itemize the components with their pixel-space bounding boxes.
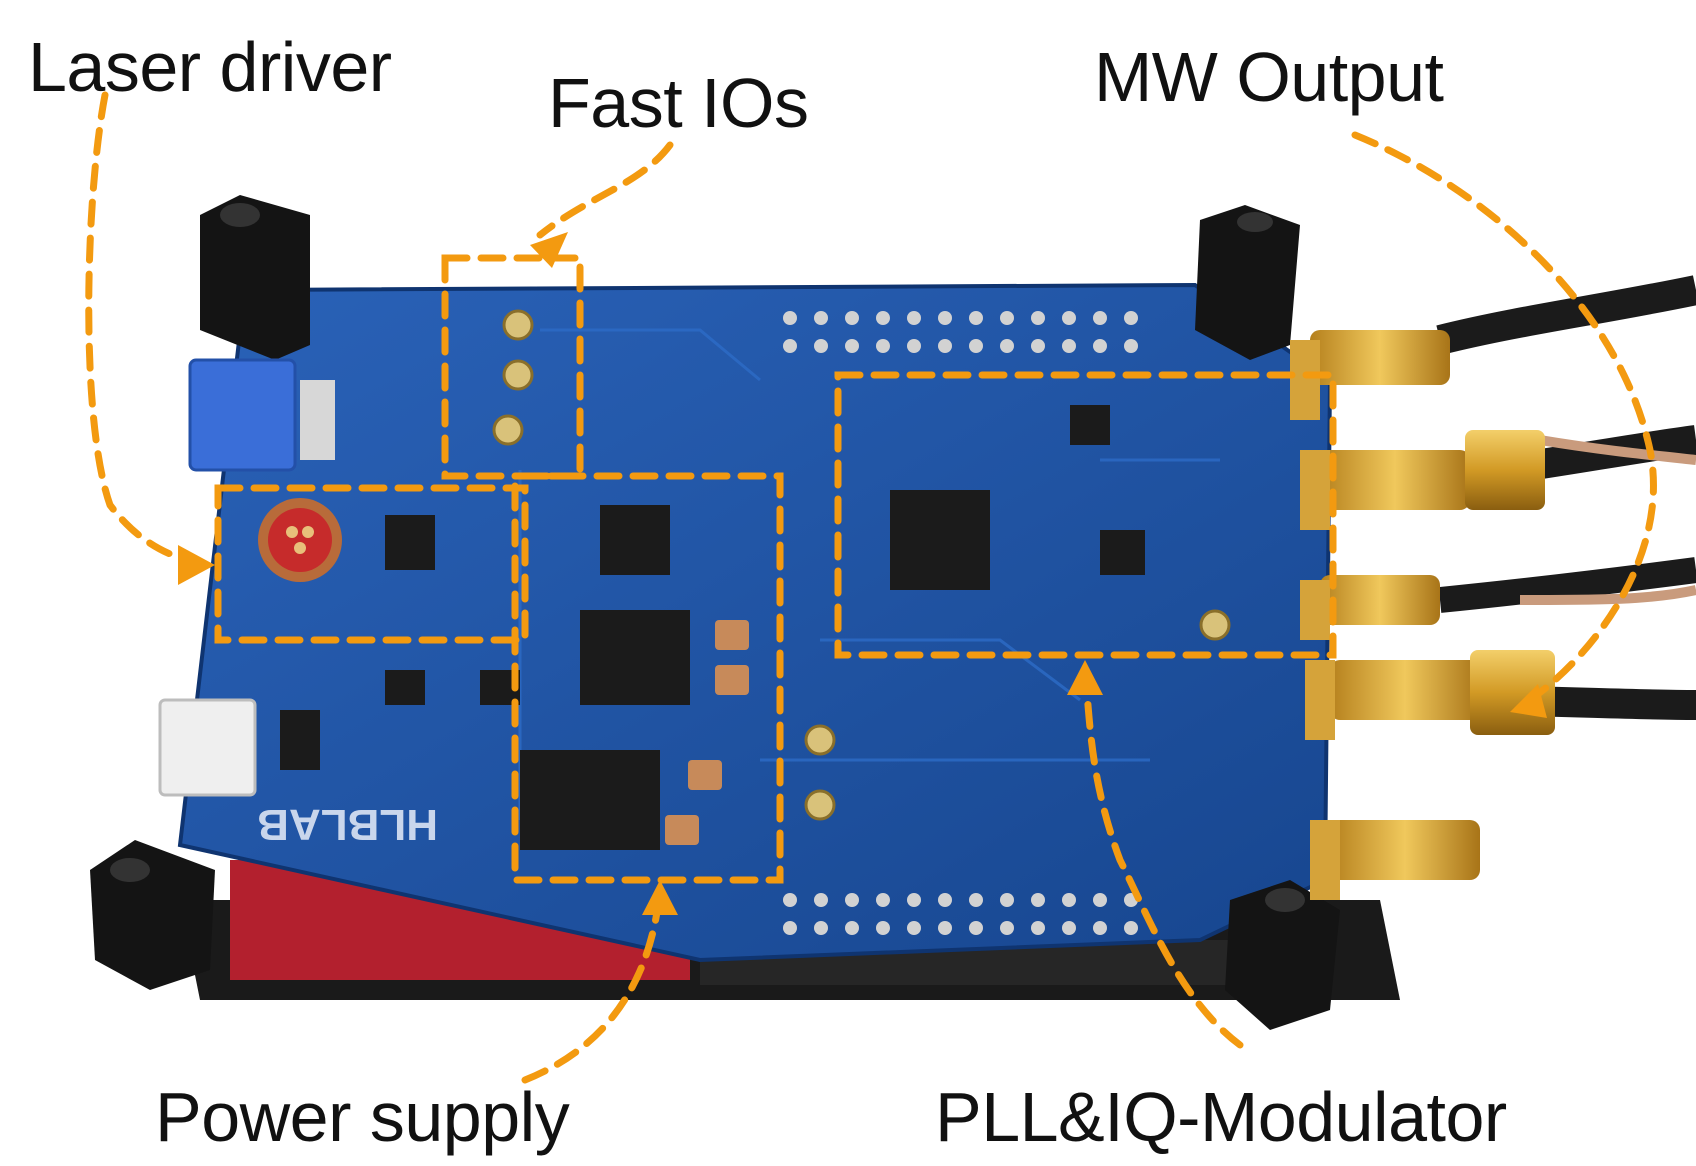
laser-driver-leader bbox=[85, 91, 214, 569]
pll-region bbox=[834, 371, 1337, 659]
header-pin bbox=[938, 893, 952, 907]
header-pin bbox=[783, 311, 797, 325]
header-pin bbox=[814, 921, 828, 935]
header-pin bbox=[1062, 339, 1076, 353]
chips bbox=[280, 405, 1145, 850]
fast-ios-region bbox=[441, 254, 584, 480]
mw-output-label: MW Output bbox=[1094, 38, 1444, 116]
header-pin bbox=[1000, 339, 1014, 353]
annotation-arrowheads bbox=[178, 232, 1547, 915]
header-pin bbox=[814, 339, 828, 353]
header-pin bbox=[876, 893, 890, 907]
header-pin bbox=[1031, 339, 1045, 353]
header-pin bbox=[845, 893, 859, 907]
header-pin bbox=[876, 339, 890, 353]
ufl-connectors bbox=[492, 309, 1231, 821]
header-pin bbox=[783, 893, 797, 907]
header-pin bbox=[783, 921, 797, 935]
header-pin bbox=[1031, 921, 1045, 935]
header-pin bbox=[1000, 921, 1014, 935]
board-logo: HLBLAB bbox=[257, 800, 438, 849]
header-pin bbox=[969, 311, 983, 325]
header-pin bbox=[1000, 311, 1014, 325]
silkscreen: HLBLAB bbox=[257, 800, 438, 849]
header-pin bbox=[907, 921, 921, 935]
mw-output-leader bbox=[1351, 131, 1657, 704]
header-pin bbox=[845, 311, 859, 325]
header-pin bbox=[938, 339, 952, 353]
header-pin bbox=[969, 893, 983, 907]
laser-driver-region bbox=[214, 484, 529, 644]
pcb-board bbox=[177, 282, 1333, 963]
capacitors bbox=[665, 620, 749, 845]
power-supply-label: Power supply bbox=[155, 1078, 570, 1156]
header-pin bbox=[783, 339, 797, 353]
header-pin bbox=[1031, 311, 1045, 325]
header-pin bbox=[1093, 921, 1107, 935]
header-pin bbox=[845, 921, 859, 935]
header-pin bbox=[1062, 921, 1076, 935]
laser-diode bbox=[258, 498, 342, 582]
standoffs bbox=[90, 195, 1340, 1030]
header-pin bbox=[814, 311, 828, 325]
header-pin bbox=[1062, 893, 1076, 907]
pll-leader bbox=[1081, 666, 1244, 1049]
header-pin bbox=[1124, 311, 1138, 325]
pin-headers bbox=[783, 311, 1138, 935]
laser-driver-label: Laser driver bbox=[28, 28, 392, 106]
header-pin bbox=[1062, 311, 1076, 325]
header-pin bbox=[1124, 339, 1138, 353]
header-pin bbox=[969, 339, 983, 353]
power-supply-leader bbox=[521, 886, 664, 1084]
potentiometer bbox=[188, 358, 335, 472]
header-pin bbox=[938, 921, 952, 935]
header-pin bbox=[907, 311, 921, 325]
header-pin bbox=[1031, 893, 1045, 907]
header-pin bbox=[814, 893, 828, 907]
fast-ios-label: Fast IOs bbox=[548, 64, 809, 142]
header-pin bbox=[845, 339, 859, 353]
header-pin bbox=[1093, 893, 1107, 907]
header-pin bbox=[969, 921, 983, 935]
header-pin bbox=[1000, 893, 1014, 907]
header-pin bbox=[1124, 921, 1138, 935]
jst-connector bbox=[158, 698, 257, 797]
sma-connectors bbox=[1290, 275, 1696, 900]
header-pin bbox=[938, 311, 952, 325]
header-pin bbox=[1093, 339, 1107, 353]
header-pin bbox=[876, 921, 890, 935]
header-pin bbox=[907, 893, 921, 907]
power-supply-region bbox=[511, 472, 784, 884]
annotations bbox=[85, 91, 1657, 1084]
fast-ios-leader bbox=[536, 141, 674, 239]
pll-iq-modulator-label: PLL&IQ-Modulator bbox=[935, 1078, 1507, 1156]
header-pin bbox=[876, 311, 890, 325]
header-pin bbox=[1093, 311, 1107, 325]
header-pin bbox=[907, 339, 921, 353]
